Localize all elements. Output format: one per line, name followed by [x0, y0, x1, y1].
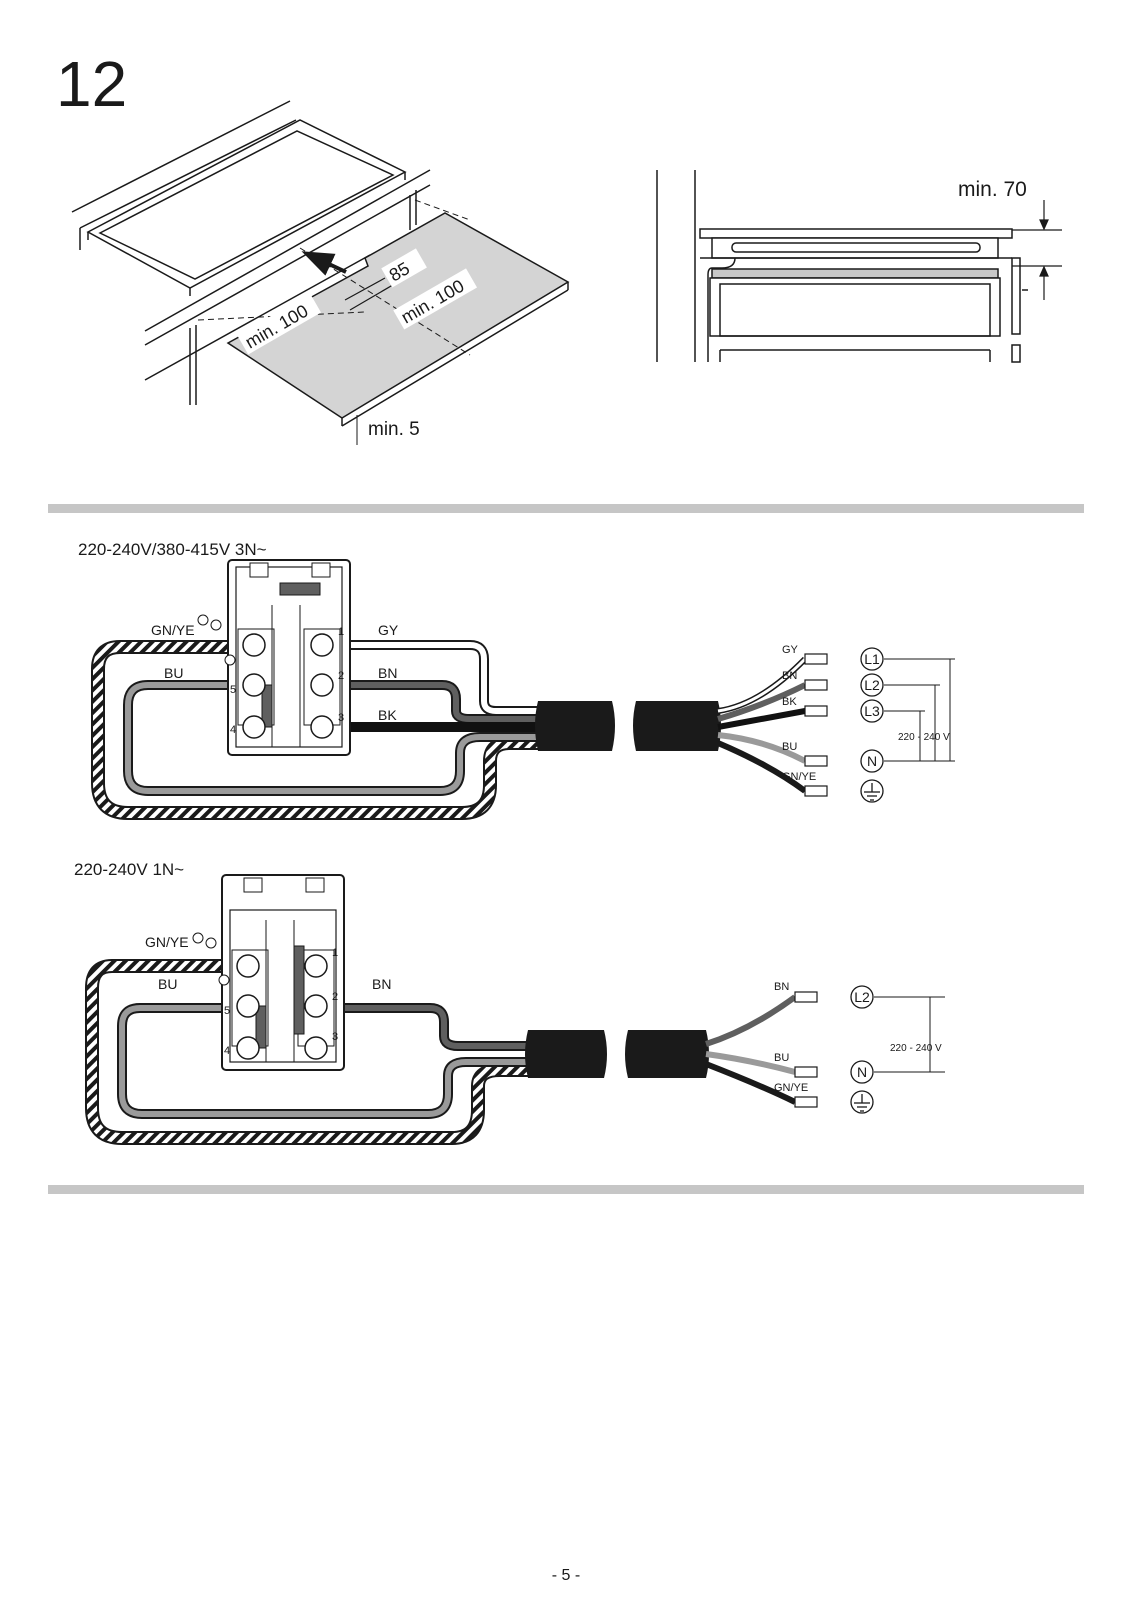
ground-symbol-3n: [864, 783, 880, 801]
voltage-label-1n: 220 - 240 V: [890, 1043, 942, 1054]
svg-text:GY: GY: [378, 622, 399, 638]
cable-end-bn: [717, 682, 807, 722]
section-divider-bottom: [48, 1185, 1084, 1194]
svg-text:5: 5: [230, 684, 236, 696]
wire-gy-3n: [330, 640, 550, 716]
terminal-block-1n: 1 2 3 4 5: [192, 874, 345, 1071]
voltage-label-3n: 220 - 240 V: [898, 732, 950, 743]
wiring-1n-caption: 220-240V 1N~: [74, 860, 185, 879]
svg-text:L3: L3: [864, 703, 880, 719]
svg-text:GN/YE: GN/YE: [145, 934, 189, 950]
svg-text:3: 3: [338, 712, 344, 724]
svg-text:4: 4: [224, 1045, 230, 1057]
page-number: - 5 -: [551, 1567, 581, 1584]
cable-end-bu-1n: [705, 1051, 796, 1075]
svg-text:L1: L1: [864, 651, 880, 667]
svg-text:BU: BU: [164, 665, 183, 681]
ground-symbol-1n: [854, 1094, 870, 1112]
cable-end-bn-1n: [705, 994, 797, 1047]
svg-text:BU: BU: [158, 976, 177, 992]
cable-sheath-3n: [535, 701, 721, 751]
terminal-block-3n: 1 2 3 4 5: [197, 559, 351, 756]
svg-text:BN: BN: [372, 976, 391, 992]
svg-text:BU: BU: [774, 1052, 789, 1064]
step-number: 12: [56, 48, 128, 120]
cable-end-bk: [717, 708, 806, 730]
svg-text:N: N: [857, 1064, 867, 1080]
svg-text:2: 2: [338, 670, 344, 682]
svg-text:GY: GY: [782, 644, 799, 656]
svg-text:BK: BK: [782, 696, 797, 708]
svg-text:3: 3: [332, 1031, 338, 1043]
svg-text:2: 2: [332, 991, 338, 1003]
section-divider-top: [48, 504, 1084, 513]
cable-end-gnye-1n: [704, 1061, 797, 1105]
label-min-top: min. 70: [958, 178, 1027, 201]
svg-text:1: 1: [338, 626, 344, 638]
svg-text:N: N: [867, 753, 877, 769]
svg-text:BN: BN: [774, 981, 789, 993]
label-min-gap: min. 5: [368, 419, 420, 440]
cable-sheath-1n: [525, 1030, 709, 1078]
wiring-3n-caption: 220-240V/380-415V 3N~: [78, 540, 267, 559]
svg-text:5: 5: [224, 1005, 230, 1017]
svg-text:1: 1: [332, 947, 338, 959]
svg-text:GN/YE: GN/YE: [782, 771, 816, 783]
svg-text:BN: BN: [378, 665, 397, 681]
wire-bn-1n: [322, 1003, 540, 1051]
svg-text:L2: L2: [854, 989, 870, 1005]
cutout-section-view: min. 70: [656, 170, 1062, 363]
cable-end-bu: [717, 732, 807, 764]
svg-text:BN: BN: [782, 670, 797, 682]
wiring-1n-diagram: 1 2 3 4 5 BN BU GN/YE GN/YE BU BN L2 N: [85, 874, 945, 1145]
svg-text:4: 4: [230, 724, 236, 736]
wiring-3n-diagram: 1 2 3 4 5 GY BN BK BU GN/YE GN/YE BU GY …: [91, 559, 955, 820]
svg-text:BU: BU: [782, 741, 797, 753]
svg-text:GN/YE: GN/YE: [774, 1082, 808, 1094]
cable-end-gnye: [716, 740, 807, 794]
svg-text:L2: L2: [864, 677, 880, 693]
cutout-perspective-drawing: 85 min. 100 min. 100 min. 5: [71, 100, 570, 445]
svg-text:BK: BK: [378, 707, 397, 723]
svg-text:GN/YE: GN/YE: [151, 622, 195, 638]
